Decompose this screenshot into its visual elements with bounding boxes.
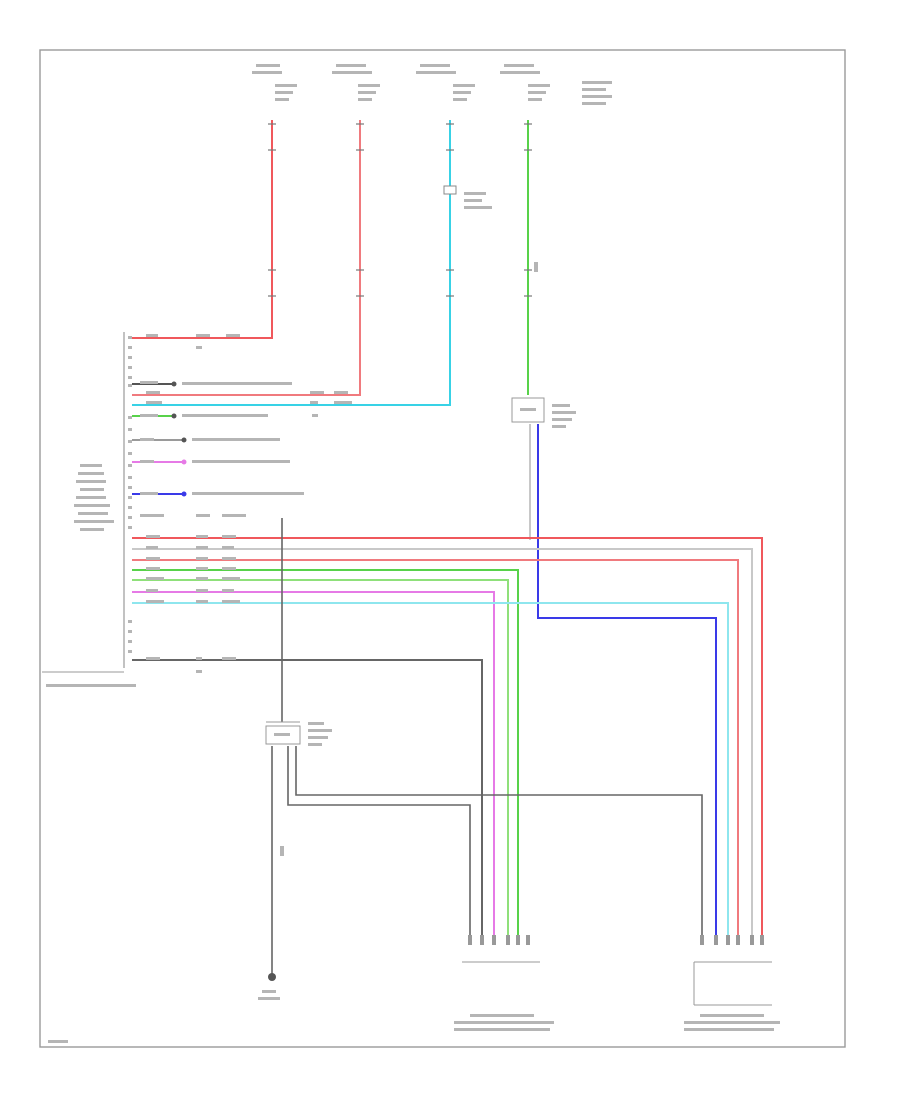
switch-box-upper: [511, 397, 576, 428]
lower-wire-label: [280, 846, 284, 856]
pin-stubs: [132, 383, 182, 495]
wire-bundle-pink: [132, 559, 739, 935]
pin-stub-labels: [140, 381, 304, 495]
diagram-id-mark: [48, 1040, 68, 1043]
connector-right-bottom: [684, 935, 780, 1031]
wire-bundle-red: [132, 537, 763, 935]
diagram-frame: [39, 49, 846, 1048]
wire-bundle-lightgreen: [132, 579, 509, 935]
bundle-header: [140, 514, 246, 517]
wire-bundle-green: [132, 569, 519, 935]
wire-cyan-feed: [132, 120, 451, 406]
bundle-wire-labels: [146, 535, 240, 673]
switch-box-lower: [265, 721, 332, 746]
wire-bundle-dark: [132, 659, 483, 935]
wire-bundle-cyan: [132, 602, 729, 935]
wire-bundle-gray: [132, 548, 753, 935]
control-unit: [42, 332, 136, 687]
wire-pink-feed: [132, 120, 361, 396]
wire-blue: [537, 424, 717, 935]
connector-left-bottom: [454, 935, 554, 1031]
green-wire-label: [534, 262, 538, 272]
wire-red-feed: [132, 120, 273, 339]
wire-lower-switch-out-3: [295, 746, 703, 935]
connector-icon: [443, 185, 492, 209]
ground-icon: [258, 973, 280, 1000]
feed-connector-ticks: [268, 123, 532, 297]
top-feed-labels: [252, 64, 612, 105]
wire-bundle-magenta: [132, 591, 495, 935]
feed-wire-labels: [146, 334, 352, 417]
pin-stub-markers: [171, 381, 187, 497]
wire-lower-switch-out-2: [287, 746, 471, 935]
